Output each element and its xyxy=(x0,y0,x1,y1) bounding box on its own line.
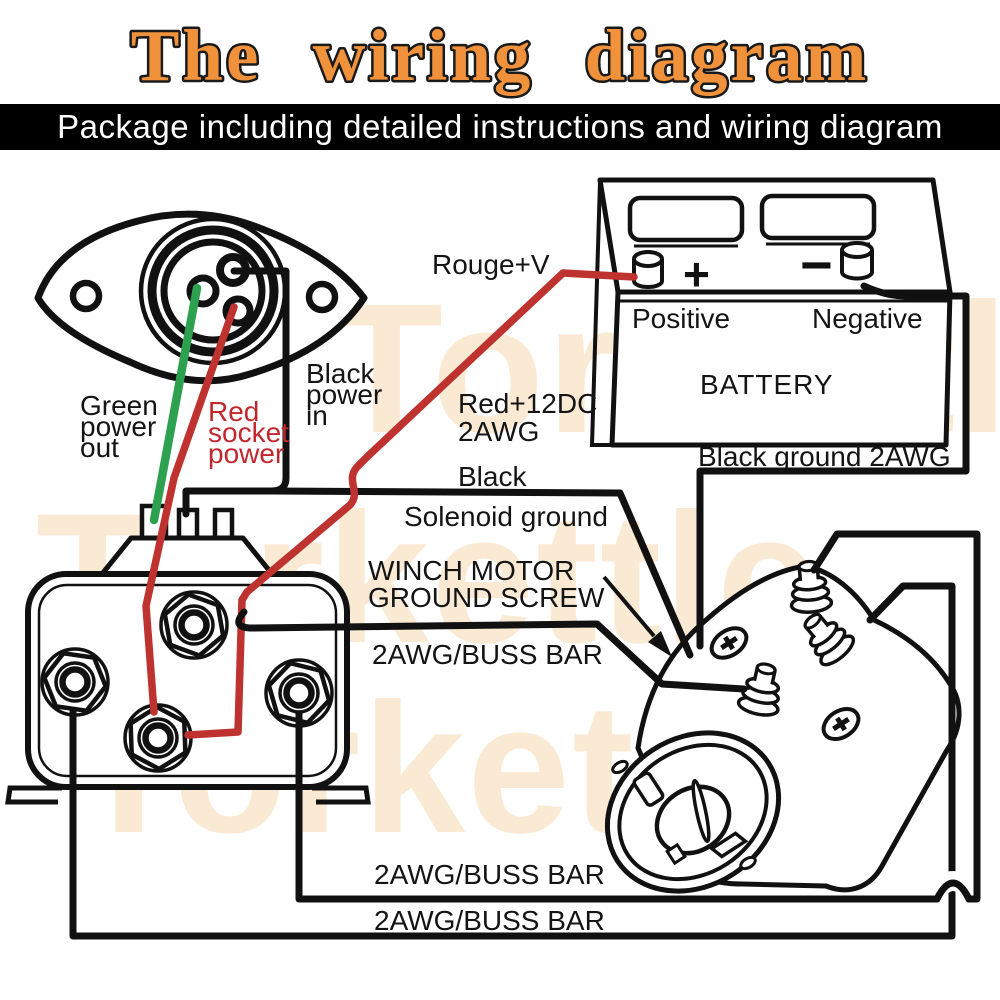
label-rouge: Rouge+V xyxy=(432,249,550,280)
label-winch-2: GROUND SCREW xyxy=(368,582,605,613)
banner-bar xyxy=(0,104,1000,150)
label-redsocket-1: Red xyxy=(208,396,259,427)
banner: Package including detailed instructions … xyxy=(0,104,1000,150)
label-bussbar-top: 2AWG/BUSS BAR xyxy=(372,639,603,670)
label-solenoid-ground: Solenoid ground xyxy=(404,501,608,532)
socket-ring xyxy=(147,225,279,357)
solenoid-body-inner-line xyxy=(37,583,338,778)
label-blackpower-2: power xyxy=(306,379,382,410)
label-red12dc-2: 2AWG xyxy=(458,416,539,447)
battery-left-edge xyxy=(589,181,612,447)
solenoid-terminal-left xyxy=(40,647,110,717)
motor-stud-right xyxy=(803,612,856,667)
red-battery-wire xyxy=(184,269,638,739)
solenoid-foot-right xyxy=(312,785,371,805)
solenoid-hood xyxy=(99,535,275,577)
socket-pin-red xyxy=(222,295,254,327)
battery-ground-wire xyxy=(696,282,970,650)
label-negative: Negative xyxy=(812,303,923,334)
motor-rim-hole xyxy=(611,759,629,775)
battery: + − xyxy=(589,177,953,448)
socket-mount-hole-left xyxy=(69,279,103,313)
battery-negative-terminal-top xyxy=(840,241,874,259)
solenoid-terminal-top xyxy=(159,590,229,660)
motor-rim-hole xyxy=(739,855,757,871)
motor-ground-screw xyxy=(709,626,749,660)
label-blackpower-1: Black xyxy=(306,358,375,389)
label-green-3: out xyxy=(80,432,119,463)
battery-cap xyxy=(759,193,877,241)
label-bussbar-mid: 2AWG/BUSS BAR xyxy=(374,859,605,890)
label-bussbar-bottom: 2AWG/BUSS BAR xyxy=(374,905,605,936)
buss-bar-wire-top xyxy=(235,608,748,693)
label-green-2: power xyxy=(80,411,156,442)
battery-cap xyxy=(627,195,745,243)
label-redsocket-3: power xyxy=(208,438,284,469)
winch-motor xyxy=(604,559,962,894)
labels: Rouge+V Positive Negative BATTERY Black … xyxy=(80,249,951,936)
socket-pin-green xyxy=(186,274,220,308)
label-black-ground: Black ground 2AWG xyxy=(698,441,951,472)
green-wire xyxy=(149,283,202,525)
plus-symbol: + xyxy=(683,248,710,300)
label-positive: Positive xyxy=(632,303,730,334)
wires xyxy=(69,267,984,940)
label-green-1: Green xyxy=(80,390,158,421)
arrow-line xyxy=(602,575,656,638)
ground-screw-arrow xyxy=(602,575,672,657)
banner-text: Package including detailed instructions … xyxy=(57,108,943,145)
label-battery: BATTERY xyxy=(700,369,834,400)
label-red12dc-1: Red+12DC xyxy=(458,388,597,419)
solenoid-terminal-bottom xyxy=(123,703,193,773)
socket-mount-hole-right xyxy=(305,280,339,314)
minus-symbol: − xyxy=(800,233,833,296)
red-socket-wire xyxy=(142,303,238,716)
motor-shaft xyxy=(632,771,749,866)
solenoid-terminal-right xyxy=(264,658,334,728)
buss-bar-wire-bottom xyxy=(69,582,956,940)
solenoid-foot-left xyxy=(5,785,62,805)
label-black-wire: Black xyxy=(458,461,527,492)
motor-stud-left xyxy=(736,662,781,717)
battery-front-face xyxy=(609,289,953,448)
arrow-head xyxy=(648,631,672,657)
buss-bar-wire-mid xyxy=(295,530,981,903)
battery-positive-terminal-top xyxy=(632,250,664,268)
page-title: The wiring diagram xyxy=(131,15,870,96)
motor-screw xyxy=(821,706,861,742)
solenoid-ground-wire xyxy=(268,487,694,659)
label-redsocket-2: socket xyxy=(208,417,289,448)
label-blackpower-3: in xyxy=(306,400,328,431)
label-winch-1: WINCH MOTOR xyxy=(368,555,574,586)
socket-inner-ring xyxy=(160,238,266,344)
